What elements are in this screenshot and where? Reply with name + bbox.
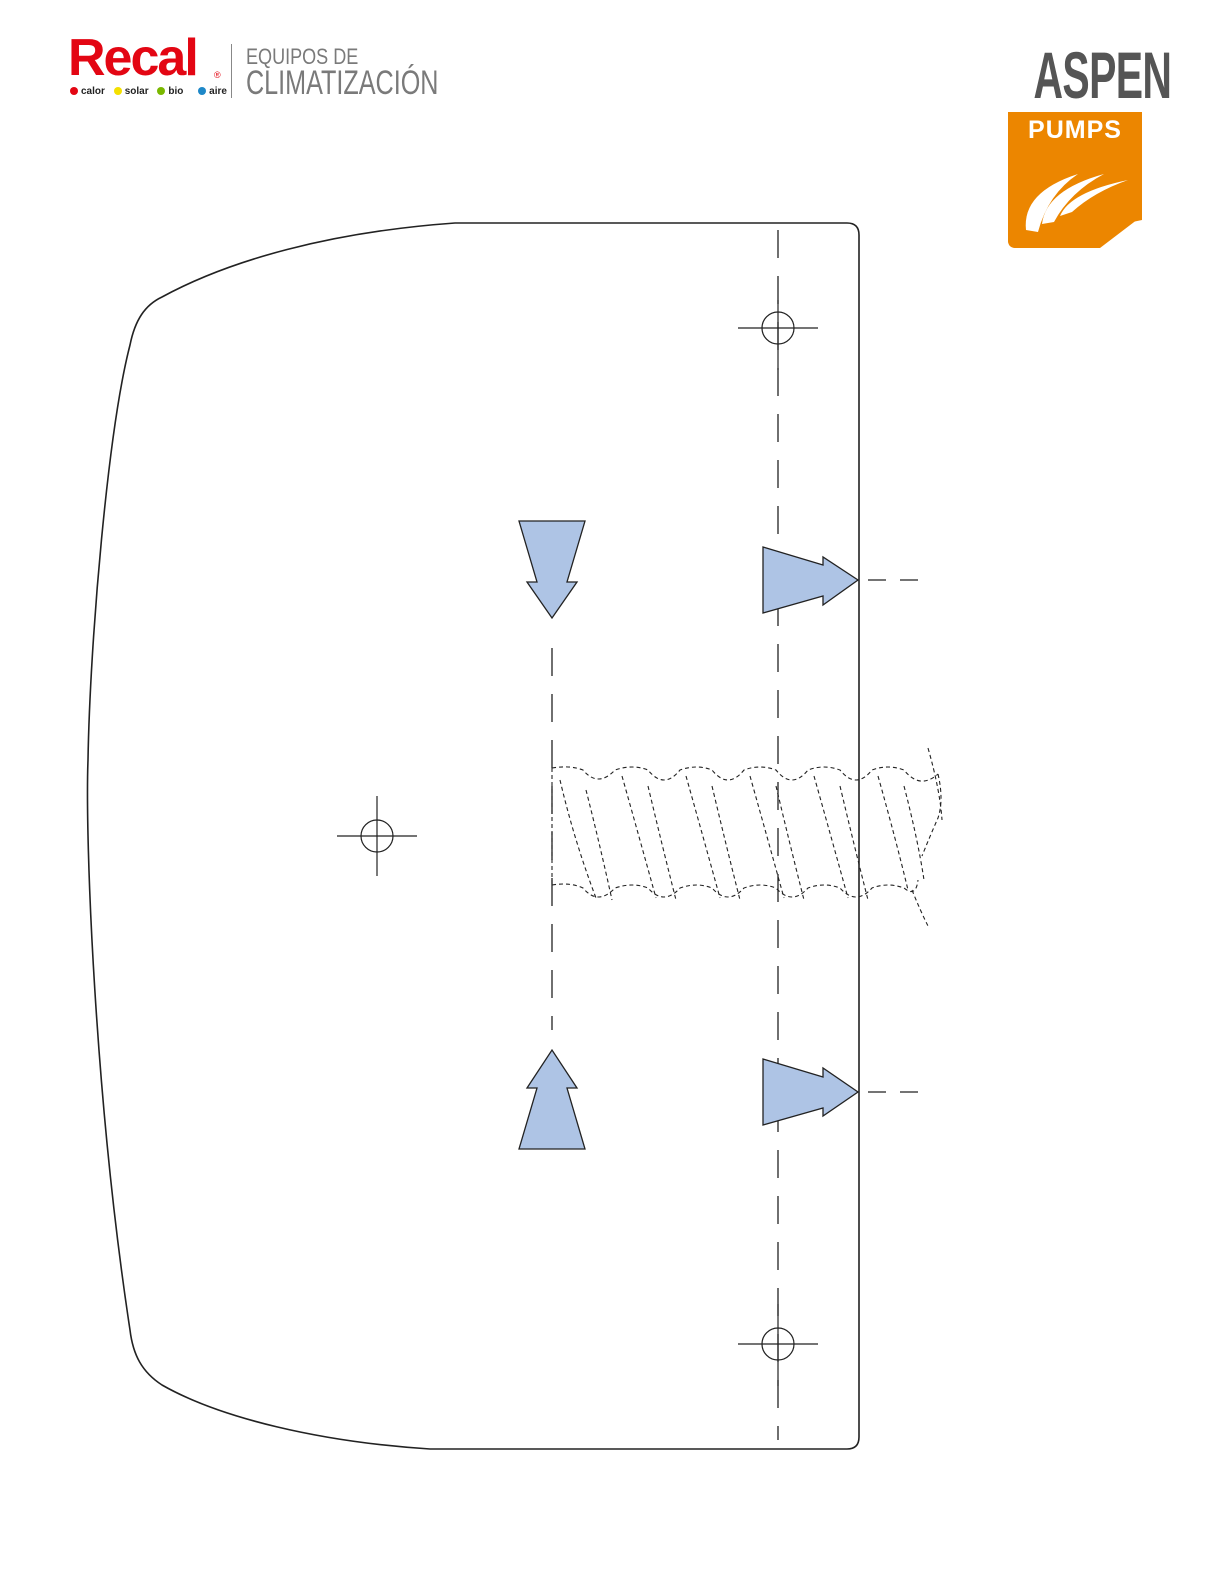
crosshair-left-icon — [337, 796, 417, 876]
housing-outline — [87, 223, 859, 1449]
arrow-right-top-icon — [763, 547, 858, 613]
arrow-up-icon — [519, 1050, 585, 1149]
hose-icon — [552, 748, 942, 926]
crosshair-top-icon — [738, 300, 818, 370]
arrow-right-bottom-icon — [763, 1059, 858, 1125]
arrow-down-icon — [519, 521, 585, 618]
crosshair-bottom-icon — [738, 1304, 818, 1386]
